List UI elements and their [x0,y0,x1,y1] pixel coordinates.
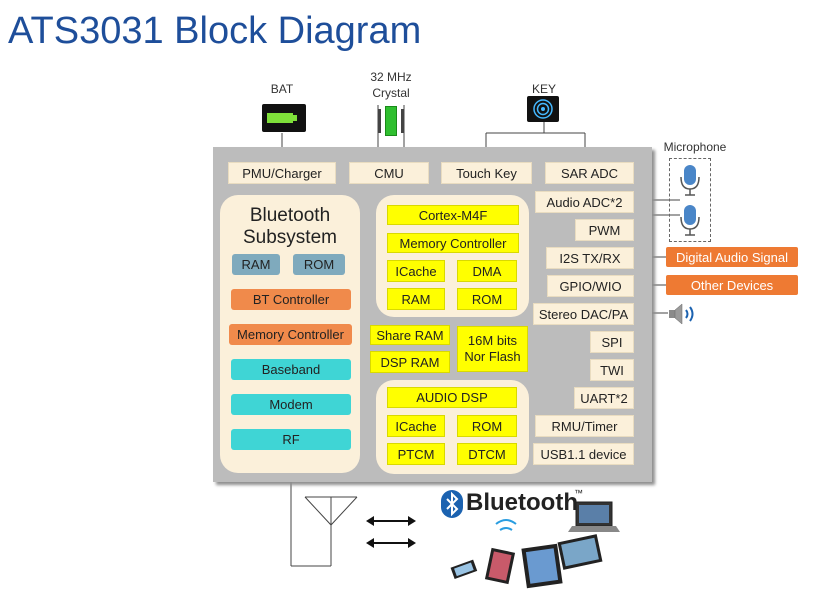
dsp-ram-block: DSP RAM [370,351,450,373]
gpio-wio-block: GPIO/WIO [547,275,634,297]
cpu-rom-block: ROM [457,288,517,310]
pwm-block: PWM [575,219,634,241]
bluetooth-logo-icon [441,490,463,518]
audio-adc-block: Audio ADC*2 [535,191,634,213]
twi-block: TWI [590,359,634,381]
cpu-icache-block: ICache [387,260,445,282]
rmu-timer-block: RMU/Timer [535,415,634,437]
devices-icon [450,500,620,590]
microphone-label: Microphone [663,140,727,154]
usb-device-block: USB1.1 device [533,443,634,465]
bt-memory-controller-block: Memory Controller [229,324,352,345]
page-title: ATS3031 Block Diagram [8,10,422,52]
pmu-charger-block: PMU/Charger [228,162,336,184]
microphone-icon [680,165,700,236]
digital-audio-signal-block: Digital Audio Signal [666,247,798,267]
cortex-m4f-block: Cortex-M4F [387,205,519,225]
dsp-icache-block: ICache [387,415,445,437]
bluetooth-wordmark: Bluetooth [466,489,578,516]
bt-ram-block: RAM [232,254,280,275]
bluetooth-trademark: ™ [574,488,583,498]
i2s-block: I2S TX/RX [546,247,634,269]
key-label: KEY [531,82,556,96]
dma-block: DMA [457,260,517,282]
modem-block: Modem [231,394,351,415]
crystal-frequency: 32 MHz [370,70,412,84]
battery-icon [262,104,306,132]
antenna-icon [303,495,359,529]
sar-adc-block: SAR ADC [545,162,634,184]
touch-key-block: Touch Key [441,162,532,184]
touch-key-icon [527,96,559,122]
crystal-icon [378,104,404,138]
bt-rom-block: ROM [293,254,345,275]
other-devices-block: Other Devices [666,275,798,295]
bt-subsystem-title-line2: Subsystem [243,227,337,248]
cpu-memory-controller-block: Memory Controller [387,233,519,253]
microphone-group [669,158,711,242]
cpu-ram-block: RAM [387,288,445,310]
uart-block: UART*2 [574,387,634,409]
nor-flash-block: 16M bits Nor Flash [457,326,528,372]
bt-controller-block: BT Controller [231,289,351,310]
bt-subsystem-title-line1: Bluetooth [249,205,331,226]
stereo-dac-pa-block: Stereo DAC/PA [533,303,634,325]
rf-block: RF [231,429,351,450]
baseband-block: Baseband [231,359,351,380]
flash-type-text: Nor Flash [464,349,521,364]
bat-label: BAT [270,82,294,96]
share-ram-block: Share RAM [370,325,450,345]
double-arrow-icon [366,513,416,553]
flash-size-text: 16M bits [467,333,518,348]
dsp-rom-block: ROM [457,415,517,437]
crystal-label: Crystal [372,86,410,100]
audio-dsp-title-block: AUDIO DSP [387,387,517,408]
cmu-block: CMU [349,162,429,184]
spi-block: SPI [590,331,634,353]
ptcm-block: PTCM [387,443,445,465]
dtcm-block: DTCM [457,443,517,465]
speaker-icon [667,302,701,326]
